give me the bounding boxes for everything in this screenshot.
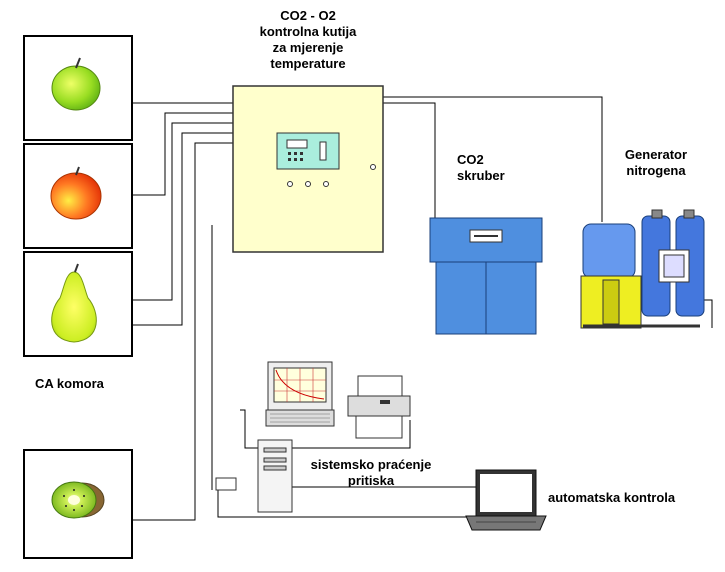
control-box-line-1: CO2 - O2	[280, 8, 336, 23]
generator-line-2: nitrogena	[626, 163, 686, 178]
printer	[347, 375, 411, 439]
generator-label: Generator nitrogena	[610, 147, 702, 179]
chamber-1	[23, 35, 133, 141]
kiwi-icon	[51, 481, 105, 519]
line-chamber3-box	[132, 122, 233, 301]
scrubber-line-2: skruber	[457, 168, 505, 183]
laptop	[465, 469, 547, 531]
control-box-line-3: za mjerenje	[272, 40, 344, 55]
line-chamber2-box	[132, 112, 233, 196]
chamber-4	[23, 449, 133, 559]
control-box-line-4: temperature	[270, 56, 346, 71]
scrubber-label: CO2 skruber	[457, 152, 505, 184]
automatic-control-label: automatska kontrola	[548, 490, 676, 505]
pear-icon	[51, 263, 97, 343]
connection-lines	[132, 96, 713, 521]
line-chamber3b-box	[132, 132, 233, 326]
line-box-scrubber	[383, 102, 436, 218]
scrubber-line-1: CO2	[457, 152, 484, 167]
nitrogen-generator	[580, 209, 705, 329]
computer-monitor	[265, 361, 335, 427]
monitoring-label: sistemsko praćenje pritiska	[296, 457, 446, 489]
line-kiwi-box	[132, 142, 233, 521]
line-box-generator	[383, 96, 603, 222]
monitoring-line-2: pritiska	[347, 473, 395, 488]
line-pc-printer	[240, 409, 411, 449]
chamber-3	[23, 251, 133, 357]
green-apple-icon	[51, 57, 101, 111]
chamber-2	[23, 143, 133, 249]
monitoring-line-1: sistemsko praćenje	[310, 457, 432, 472]
line-bottom-bus	[217, 487, 480, 518]
red-apple-icon	[50, 166, 102, 220]
scrubber-unit	[429, 217, 543, 335]
pc-tower	[215, 439, 293, 513]
control-box-label: CO2 - O2 kontrolna kutija za mjerenje te…	[238, 8, 378, 72]
chamber-label: CA komora	[35, 376, 104, 391]
control-box	[232, 85, 384, 253]
generator-line-1: Generator	[624, 147, 688, 162]
control-box-line-2: kontrolna kutija	[259, 24, 357, 39]
